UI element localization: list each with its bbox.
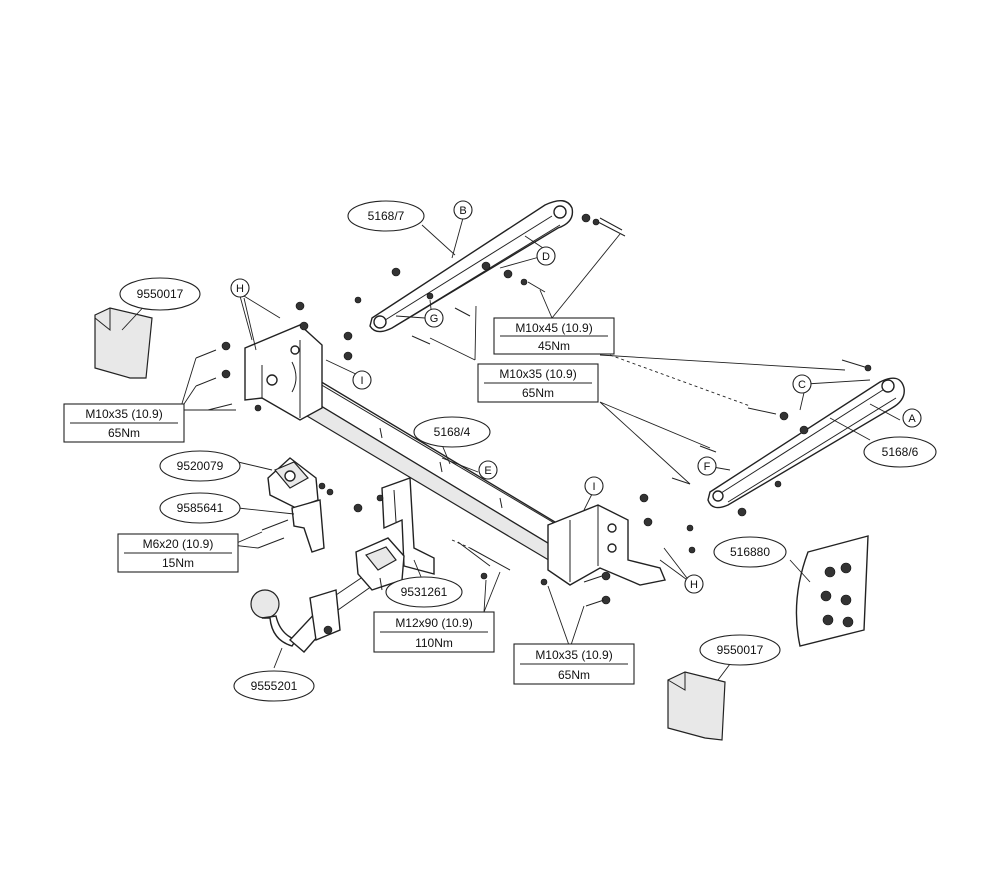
svg-text:M6x20 (10.9): M6x20 (10.9) <box>143 537 214 551</box>
spec-box-m10x35-right: M10x35 (10.9) 65Nm <box>513 643 635 685</box>
part-label-9585641: 9585641 <box>159 492 241 524</box>
fasteners <box>195 213 872 607</box>
spec-box-m10x35-center: M10x35 (10.9) 65Nm <box>477 363 599 403</box>
part-label-9520079: 9520079 <box>159 450 241 482</box>
svg-text:M10x45 (10.9): M10x45 (10.9) <box>515 321 592 335</box>
plate-9585641 <box>291 499 325 553</box>
part-label-9550017-left: 9550017 <box>119 277 201 311</box>
svg-text:45Nm: 45Nm <box>538 339 570 353</box>
svg-text:F: F <box>704 461 711 473</box>
svg-text:5168/7: 5168/7 <box>368 209 405 223</box>
spec-box-m6x20: M6x20 (10.9) 15Nm <box>117 533 239 573</box>
svg-text:I: I <box>592 481 595 493</box>
left-end-plate <box>244 324 323 421</box>
svg-text:M10x35 (10.9): M10x35 (10.9) <box>535 648 612 662</box>
callout-c: C <box>792 374 812 394</box>
coupling-9531261 <box>355 537 405 591</box>
callout-f: F <box>697 456 717 476</box>
svg-text:9550017: 9550017 <box>717 643 764 657</box>
svg-text:M12x90 (10.9): M12x90 (10.9) <box>395 616 472 630</box>
svg-text:I: I <box>360 375 363 387</box>
svg-text:B: B <box>459 205 466 217</box>
svg-text:65Nm: 65Nm <box>522 386 554 400</box>
sign-516880 <box>795 535 869 647</box>
part-label-9550017-right: 9550017 <box>699 634 781 666</box>
svg-text:H: H <box>236 283 244 295</box>
spec-box-m10x35-left: M10x35 (10.9) 65Nm <box>63 403 185 443</box>
part-label-516880: 516880 <box>713 536 787 568</box>
spec-box-m10x45: M10x45 (10.9) 45Nm <box>493 317 615 355</box>
svg-text:65Nm: 65Nm <box>558 668 590 682</box>
svg-text:9531261: 9531261 <box>401 585 448 599</box>
svg-text:9555201: 9555201 <box>251 679 298 693</box>
callout-i-right: I <box>584 476 604 496</box>
right-end-plate <box>547 504 666 586</box>
svg-text:110Nm: 110Nm <box>415 636 453 650</box>
side-bracket-5168-7 <box>369 200 574 333</box>
towball-9555201 <box>250 571 373 653</box>
cover-cap-right <box>667 671 726 741</box>
side-bracket-5168-6 <box>707 377 905 509</box>
svg-text:5168/4: 5168/4 <box>434 425 471 439</box>
svg-text:G: G <box>430 313 439 325</box>
part-label-5168-4: 5168/4 <box>413 416 491 448</box>
callout-e: E <box>478 460 498 480</box>
svg-text:M10x35 (10.9): M10x35 (10.9) <box>499 367 576 381</box>
socket-bracket-9520079 <box>267 457 319 509</box>
svg-text:9550017: 9550017 <box>137 287 184 301</box>
svg-text:M10x35 (10.9): M10x35 (10.9) <box>85 407 162 421</box>
svg-text:C: C <box>798 379 806 391</box>
svg-text:H: H <box>690 579 698 591</box>
spec-box-m12x90: M12x90 (10.9) 110Nm <box>373 611 495 653</box>
callout-g: G <box>424 308 444 328</box>
cover-cap-left <box>94 307 153 379</box>
svg-text:9585641: 9585641 <box>177 501 224 515</box>
svg-text:65Nm: 65Nm <box>108 426 140 440</box>
callout-d: D <box>536 246 556 266</box>
callout-i-left: I <box>352 370 372 390</box>
part-label-9555201: 9555201 <box>233 670 315 702</box>
part-label-9531261: 9531261 <box>385 576 463 608</box>
svg-text:9520079: 9520079 <box>177 459 224 473</box>
svg-text:A: A <box>908 413 916 425</box>
svg-text:15Nm: 15Nm <box>162 556 194 570</box>
svg-text:D: D <box>542 251 550 263</box>
svg-text:516880: 516880 <box>730 545 770 559</box>
callout-b: B <box>453 200 473 220</box>
callout-h-right: H <box>684 574 704 594</box>
svg-text:E: E <box>484 465 491 477</box>
callout-a: A <box>902 408 922 428</box>
part-label-5168-7: 5168/7 <box>347 200 425 232</box>
callout-h-left: H <box>230 278 250 298</box>
part-label-5168-6: 5168/6 <box>863 436 937 468</box>
svg-text:5168/6: 5168/6 <box>882 445 919 459</box>
center-mounting-plate <box>381 477 435 575</box>
